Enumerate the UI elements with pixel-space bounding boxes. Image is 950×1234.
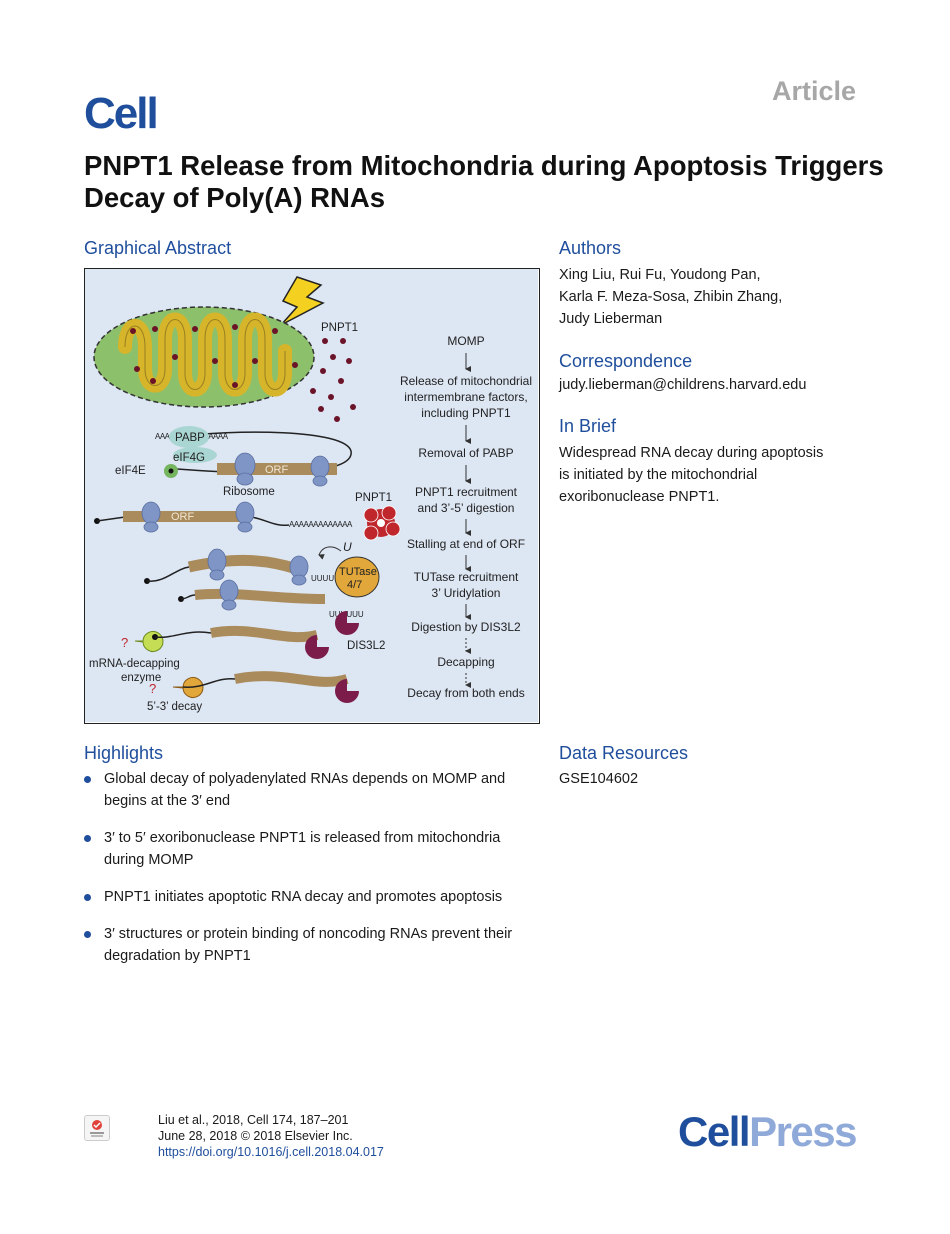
cellpress-logo: CellPress xyxy=(678,1108,857,1155)
decapping-label-2: enzyme xyxy=(121,672,161,684)
tutase-label-1: TUTase xyxy=(339,566,377,578)
bullet-icon xyxy=(84,776,91,783)
pabp-label: PABP xyxy=(175,432,205,444)
dis3l2-icon-2 xyxy=(305,635,329,659)
pabp-icon xyxy=(169,426,209,448)
date-copyright-line: June 28, 2018 © 2018 Elsevier Inc. xyxy=(158,1129,353,1143)
step-release-1: Release of mitochondrial xyxy=(400,374,532,388)
authors-heading: Authors xyxy=(559,238,622,258)
dis3l2-icon-3 xyxy=(335,679,359,703)
step-tutase-1: TUTase recruitment xyxy=(414,570,519,584)
uuuu-label-1: UUUU xyxy=(311,574,334,583)
orf-label-1: ORF xyxy=(265,464,289,476)
article-type-label: Article xyxy=(771,76,856,106)
data-accession[interactable]: GSE104602 xyxy=(559,771,639,787)
highlight-item: 3′ structures or protein binding of nonc… xyxy=(84,923,534,967)
pnpt1-complex-icon xyxy=(363,505,401,541)
graphical-abstract-figure: PNPT1 AAAAAAAAAAAAAAA PABP eIF4G eIF4E O… xyxy=(84,268,540,724)
in-brief-text: Widespread RNA decay during apoptosis is… xyxy=(559,442,823,508)
bullet-icon xyxy=(84,894,91,901)
step-pnpt1-recruitment-2: and 3’-5’ digestion xyxy=(418,501,515,515)
bullet-icon xyxy=(84,931,91,938)
step-flow: MOMP Release of mitochondrial intermembr… xyxy=(400,334,532,700)
pnpt1-dots xyxy=(130,324,356,422)
question-mark-1: ? xyxy=(121,635,128,650)
citation-block: Liu et al., 2018, Cell 174, 187–201 June… xyxy=(158,1112,384,1160)
in-brief-line: is initiated by the mitochondrial xyxy=(559,467,758,483)
correspondence-heading: Correspondence xyxy=(559,351,693,371)
highlight-item: 3′ to 5′ exoribonuclease PNPT1 is releas… xyxy=(84,827,534,871)
orf-label-2: ORF xyxy=(171,511,195,523)
ribosome-icon-1 xyxy=(234,452,330,487)
tutase-icon xyxy=(334,556,380,598)
graphical-abstract-heading: Graphical Abstract xyxy=(84,238,232,258)
in-brief-line: exoribonuclease PNPT1. xyxy=(559,489,720,505)
check-for-updates-icon[interactable] xyxy=(84,1115,110,1141)
step-decay-both-ends: Decay from both ends xyxy=(407,686,524,700)
step-release-2: intermembrane factors, xyxy=(404,390,527,404)
step-decapping: Decapping xyxy=(437,655,494,669)
citation-line: Liu et al., 2018, Cell 174, 187–201 xyxy=(158,1113,349,1127)
highlight-item: PNPT1 initiates apoptotic RNA decay and … xyxy=(84,886,534,908)
tutase-label-2: 4/7 xyxy=(347,579,362,591)
step-stalling: Stalling at end of ORF xyxy=(407,537,525,551)
pnpt1-top-label: PNPT1 xyxy=(321,322,358,334)
author-line: Karla F. Meza-Sosa, Zhibin Zhang, xyxy=(559,289,783,305)
highlight-item: Global decay of polyadenylated RNAs depe… xyxy=(84,768,534,812)
question-mark-2: ? xyxy=(149,681,156,696)
in-brief-heading: In Brief xyxy=(559,416,617,436)
correspondence-email[interactable]: judy.lieberman@childrens.harvard.edu xyxy=(559,377,807,393)
step-dis3l2: Digestion by DIS3L2 xyxy=(411,620,521,634)
doi-link[interactable]: https://doi.org/10.1016/j.cell.2018.04.0… xyxy=(158,1145,384,1159)
step-tutase-2: 3’ Uridylation xyxy=(432,586,501,600)
step-momp: MOMP xyxy=(447,334,484,348)
step-removal-pabp: Removal of PABP xyxy=(418,446,513,460)
decapping-label-1: mRNA-decapping xyxy=(89,658,180,670)
author-line: Judy Lieberman xyxy=(559,311,663,327)
article-title: PNPT1 Release from Mitochondria during A… xyxy=(84,150,884,213)
decay-53-label: 5’-3’ decay xyxy=(147,701,202,713)
dis3l2-label: DIS3L2 xyxy=(347,640,385,652)
step-pnpt1-recruitment-1: PNPT1 recruitment xyxy=(415,485,518,499)
authors-list: Xing Liu, Rui Fu, Youdong Pan, Karla F. … xyxy=(559,264,782,330)
in-brief-line: Widespread RNA decay during apoptosis xyxy=(559,445,824,461)
highlights-heading: Highlights xyxy=(84,743,164,763)
ribosome-icon-2 xyxy=(141,501,255,533)
eif4e-label: eIF4E xyxy=(115,465,146,477)
journal-logo: Cell xyxy=(84,89,159,138)
ribosome-label: Ribosome xyxy=(223,486,275,498)
data-resources-heading: Data Resources xyxy=(559,743,689,763)
bullet-icon xyxy=(84,835,91,842)
orf-bar-2 xyxy=(123,511,251,522)
eif4g-icon xyxy=(173,447,217,463)
lightning-bolt-icon xyxy=(280,276,325,326)
graphical-abstract-svg: PNPT1 AAAAAAAAAAAAAAA PABP eIF4G eIF4E O… xyxy=(85,269,538,722)
dis3l2-icon-1 xyxy=(335,611,359,635)
eif4g-label: eIF4G xyxy=(173,452,205,464)
author-line: Xing Liu, Rui Fu, Youdong Pan, xyxy=(559,267,761,283)
ribosome-icon-4 xyxy=(219,579,239,611)
mitochondrion-icon xyxy=(93,306,315,408)
highlights-list: Global decay of polyadenylated RNAs depe… xyxy=(84,768,534,982)
step-release-3: including PNPT1 xyxy=(421,406,511,420)
uridine-label: U xyxy=(343,540,352,554)
pnpt1-mid-label: PNPT1 xyxy=(355,492,392,504)
ribosome-icon-3 xyxy=(207,548,309,586)
polya-tail-label-2: AAAAAAAAAAAAA xyxy=(289,520,353,529)
